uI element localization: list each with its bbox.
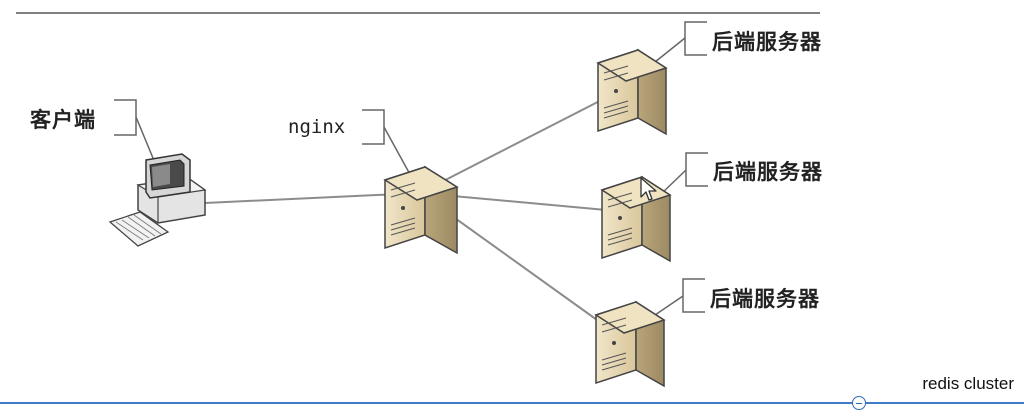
server1-leader	[654, 37, 686, 63]
server3-leader	[654, 295, 684, 316]
timeline-marker-collapse-icon[interactable]	[852, 396, 866, 410]
backend-server-1-icon	[596, 48, 668, 136]
client-bracket	[114, 99, 137, 136]
backend-server-3-icon	[594, 300, 666, 388]
backend-server-2-label: 后端服务器	[713, 160, 823, 184]
nginx-to-server1-line	[419, 87, 626, 194]
nginx-leader	[383, 126, 413, 179]
client-to-nginx-line	[204, 192, 421, 204]
nginx-bracket	[362, 109, 385, 145]
backend-server-2-icon	[600, 175, 672, 263]
client-label: 客户端	[30, 108, 96, 132]
timeline-track[interactable]	[0, 402, 1024, 404]
nginx-server-icon	[383, 165, 459, 255]
nginx-label: nginx	[288, 116, 346, 138]
chapter-caption: redis cluster	[922, 374, 1014, 393]
backend-server-1-label: 后端服务器	[712, 30, 822, 54]
label-brackets	[114, 21, 708, 316]
backend-server-3-label: 后端服务器	[710, 287, 820, 311]
top-divider	[16, 12, 820, 14]
mouse-pointer-icon	[640, 177, 657, 201]
server1-bracket	[684, 21, 707, 56]
server2-bracket	[685, 152, 708, 187]
server3-bracket	[682, 278, 705, 313]
client-computer-icon	[108, 153, 207, 247]
